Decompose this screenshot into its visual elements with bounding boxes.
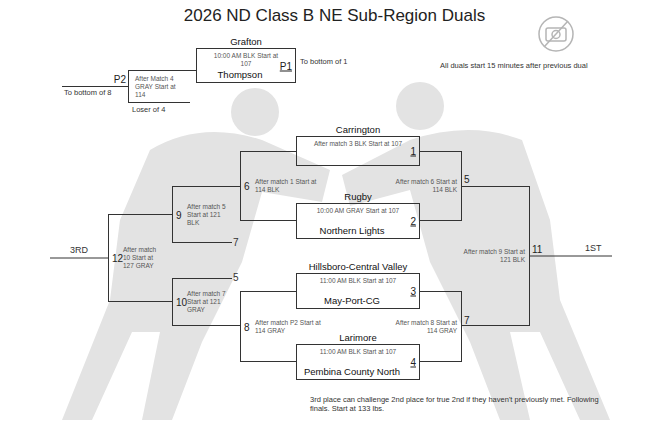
diagram-title: 2026 ND Class B NE Sub-Region Duals <box>0 6 669 26</box>
wrestler-silhouette <box>62 132 330 420</box>
bracket-match: 10After match 7 Start at 121 GRAY <box>172 278 232 326</box>
match-number: 6 <box>244 181 250 192</box>
match-number: 1 <box>410 146 416 157</box>
match-number: 4 <box>410 357 416 368</box>
match-number: 11 <box>532 244 542 255</box>
match-time-note: After match 5 Start at 121 BLK <box>187 203 231 227</box>
team-name: Rugby <box>277 192 439 202</box>
bracket-match: 12After match 10 Start at 127 GRAY <box>108 214 164 302</box>
feed-number: 5 <box>233 272 239 284</box>
match-number: 12 <box>112 253 123 264</box>
bracket-connector <box>462 186 478 187</box>
match-time-note: 11:00 AM BLK Start at 107 <box>311 348 405 356</box>
bracket-match: 5After match 6 Start at 114 BLK <box>424 151 462 221</box>
match-time-note: 11:00 AM BLK Start at 107 <box>311 277 405 285</box>
match-box: Hillsboro-Central Valley11:00 AM BLK Sta… <box>296 273 420 309</box>
bracket-match: 9 After match 5 Start at 121 BLK <box>172 186 232 243</box>
bracket-connector <box>232 186 240 187</box>
bracket-match: 11After match 9 Start at 121 BLK <box>478 186 530 326</box>
bracket-match: 8After match P2 Start at 114 GRAY <box>240 291 288 362</box>
match-number: 10 <box>176 297 187 308</box>
bracket-line <box>50 258 108 259</box>
bracket-connector <box>232 325 240 326</box>
match-time-note: After match P2 Start at 114 GRAY <box>255 319 325 335</box>
team-name: Grafton <box>177 37 315 47</box>
bracket-connector <box>288 361 296 362</box>
match-time-note: After match 10 Start at 127 GRAY <box>123 246 163 270</box>
bracket-match: 7After match 8 Start at 114 GRAY <box>424 291 462 362</box>
match-time-note: After match 8 Start at 114 GRAY <box>387 319 457 335</box>
wrestler-silhouette <box>396 82 444 130</box>
match-time-note: After match 1 Start at 114 BLK <box>255 178 325 194</box>
match-number: 9 <box>176 209 182 220</box>
bracket-connector <box>288 291 296 292</box>
match-number: P2 <box>114 74 126 85</box>
bracket-connector <box>164 301 172 302</box>
bracket-connector <box>164 214 172 215</box>
wrestler-silhouette <box>231 88 279 136</box>
match-number: P1 <box>280 60 292 71</box>
match-box: Grafton10:00 AM BLK Start at 107Thompson… <box>196 48 296 83</box>
bracket-connector <box>288 220 296 221</box>
match-time-note: After Match 4 GRAY Start at 114 <box>135 75 187 99</box>
place-label: 3RD <box>70 245 88 255</box>
no-camera-icon <box>544 21 568 47</box>
team-name: Pembina County North <box>299 367 405 377</box>
match-number: 2 <box>410 216 416 227</box>
team-name: Hillsboro-Central Valley <box>277 262 439 272</box>
match-time-note: After match 7 Start at 121 GRAY <box>187 290 231 314</box>
team-name: May-Port-CG <box>299 296 405 306</box>
team-name: Larimore <box>277 333 439 343</box>
match-number: 3 <box>410 286 416 297</box>
route-label: To bottom of 1 <box>300 58 348 67</box>
place-label: 1ST <box>585 243 602 253</box>
match-time-note: After match 6 Start at 114 BLK <box>387 178 457 194</box>
team-name: Northern Lights <box>299 226 405 236</box>
match-time-note: 10:00 AM BLK Start at 107 <box>211 52 281 68</box>
match-box: Rugby10:00 AM GRAY Start at 107Northern … <box>296 203 420 239</box>
feed-number: 7 <box>233 237 239 249</box>
bracket-match: 6After match 1 Start at 114 BLK <box>240 151 288 221</box>
note-label: All duals start 15 minutes after previou… <box>440 62 588 71</box>
match-number: 8 <box>244 321 250 332</box>
team-name: Thompson <box>199 70 281 80</box>
match-number: 7 <box>464 315 470 326</box>
match-number: 5 <box>464 174 470 185</box>
match-box: Larimore11:00 AM BLK Start at 107Pembina… <box>296 344 420 380</box>
match-time-note: 10:00 AM GRAY Start at 107 <box>311 207 405 215</box>
match-box: CarringtonAfter match 3 BLK Start at 107… <box>296 136 420 166</box>
bracket-line <box>530 256 612 257</box>
bracket-connector <box>288 151 296 152</box>
route-label: To bottom of 8 <box>64 89 112 98</box>
route-label: Loser of 4 <box>132 106 165 115</box>
match-time-note: After match 3 BLK Start at 107 <box>311 140 405 148</box>
team-name: Carrington <box>277 125 439 135</box>
bracket-match: P2After Match 4 GRAY Start at 114 <box>128 70 190 103</box>
no-camera-icon <box>539 17 573 51</box>
match-time-note: After match 9 Start at 121 BLK <box>455 248 525 264</box>
bracket-line <box>62 86 128 87</box>
note-label: 3rd place can challenge 2nd place for tr… <box>310 396 610 413</box>
